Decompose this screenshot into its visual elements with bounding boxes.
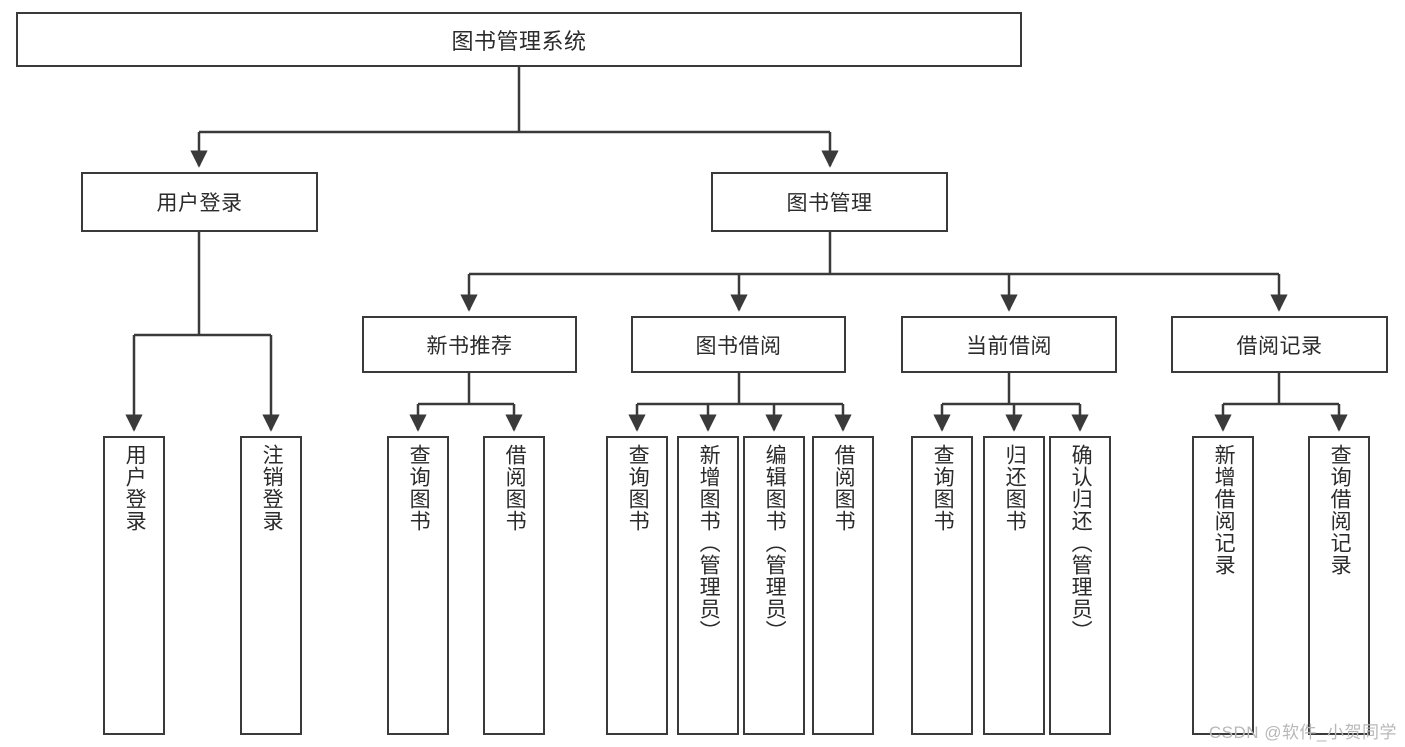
node-label: 图书管理: [786, 192, 873, 215]
node-label: 编辑图书（管理员）: [763, 444, 787, 642]
leaf-add-book-admin[interactable]: 新增图书（管理员）: [677, 436, 739, 735]
leaf-confirm-return-admin[interactable]: 确认归还（管理员）: [1049, 436, 1111, 735]
node-new-book-recommend[interactable]: 新书推荐: [362, 316, 577, 373]
node-book-borrow[interactable]: 图书借阅: [631, 316, 846, 373]
leaf-add-borrow-record[interactable]: 新增借阅记录: [1192, 436, 1254, 735]
csdn-watermark: CSDN @软件_小贺同学: [1208, 723, 1397, 742]
node-label: 借阅图书: [503, 444, 527, 532]
node-label: 当前借阅: [966, 334, 1052, 358]
node-label: 新增借阅记录: [1212, 444, 1236, 576]
node-label: 借阅图书: [832, 444, 856, 532]
node-label: 查询图书: [931, 444, 955, 532]
node-borrow-records[interactable]: 借阅记录: [1171, 316, 1388, 373]
node-root-system[interactable]: 图书管理系统: [16, 12, 1022, 67]
node-label: 图书管理系统: [451, 28, 587, 54]
node-label: 用户登录: [156, 192, 243, 215]
node-label: 图书借阅: [695, 334, 782, 358]
node-label: 查询图书: [407, 444, 431, 532]
node-label: 注销登录: [260, 444, 284, 532]
node-label: 新书推荐: [426, 334, 513, 358]
leaf-user-login[interactable]: 用户登录: [103, 436, 165, 735]
node-label: 确认归还（管理员）: [1069, 444, 1093, 642]
node-current-borrow[interactable]: 当前借阅: [901, 316, 1117, 373]
node-label: 归还图书: [1003, 444, 1027, 532]
leaf-query-borrow-record[interactable]: 查询借阅记录: [1308, 436, 1370, 735]
node-label: 借阅记录: [1236, 334, 1323, 358]
node-label: 查询借阅记录: [1328, 444, 1352, 576]
leaf-borrow-book[interactable]: 借阅图书: [812, 436, 874, 735]
node-user-login[interactable]: 用户登录: [81, 172, 318, 232]
node-book-management[interactable]: 图书管理: [711, 172, 948, 232]
node-label: 查询图书: [626, 444, 650, 532]
node-label: 用户登录: [123, 444, 147, 532]
leaf-query-book-borrow[interactable]: 查询图书: [606, 436, 668, 735]
leaf-query-book-recommend[interactable]: 查询图书: [387, 436, 449, 735]
leaf-user-logout[interactable]: 注销登录: [240, 436, 302, 735]
leaf-query-book-current[interactable]: 查询图书: [911, 436, 973, 735]
leaf-return-book[interactable]: 归还图书: [983, 436, 1045, 735]
leaf-edit-book-admin[interactable]: 编辑图书（管理员）: [743, 436, 805, 735]
leaf-borrow-book-recommend[interactable]: 借阅图书: [483, 436, 545, 735]
node-label: 新增图书（管理员）: [697, 444, 721, 642]
